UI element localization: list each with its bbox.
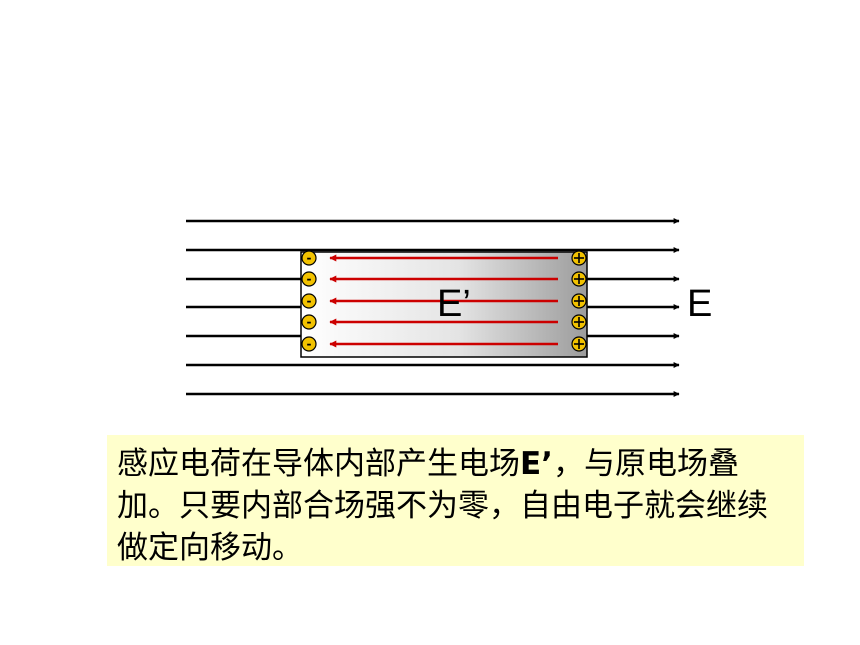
positive-charge <box>571 314 587 330</box>
positive-charge <box>571 250 587 266</box>
positive-charge <box>571 336 587 352</box>
induced-field-lines <box>329 254 558 348</box>
caption-text-before: 感应电荷在导体内部产生电场 <box>117 446 520 482</box>
negative-charges: - - - - - <box>301 250 317 352</box>
svg-text:-: - <box>307 337 312 351</box>
negative-charge: - <box>301 250 317 266</box>
svg-text:-: - <box>307 251 312 265</box>
conductor <box>300 251 588 358</box>
negative-charge: - <box>301 293 317 309</box>
caption-field-symbol: E’ <box>520 446 553 482</box>
svg-text:-: - <box>307 315 312 329</box>
negative-charge: - <box>301 271 317 287</box>
external-field-label: E <box>687 283 712 325</box>
svg-text:-: - <box>307 272 312 286</box>
positive-charge <box>571 271 587 287</box>
svg-text:-: - <box>307 294 312 308</box>
negative-charge: - <box>301 314 317 330</box>
negative-charge: - <box>301 336 317 352</box>
explanation-caption: 感应电荷在导体内部产生电场E’，与原电场叠加。只要内部合场强不为零，自由电子就会… <box>107 435 804 566</box>
induced-field-label: E’ <box>437 283 471 325</box>
positive-charge <box>571 293 587 309</box>
positive-charges <box>571 250 587 352</box>
caption-text-after: ，与原电场叠加。只要内部合场强不为零，自由电子就会继续做定向移动。 <box>117 446 768 566</box>
